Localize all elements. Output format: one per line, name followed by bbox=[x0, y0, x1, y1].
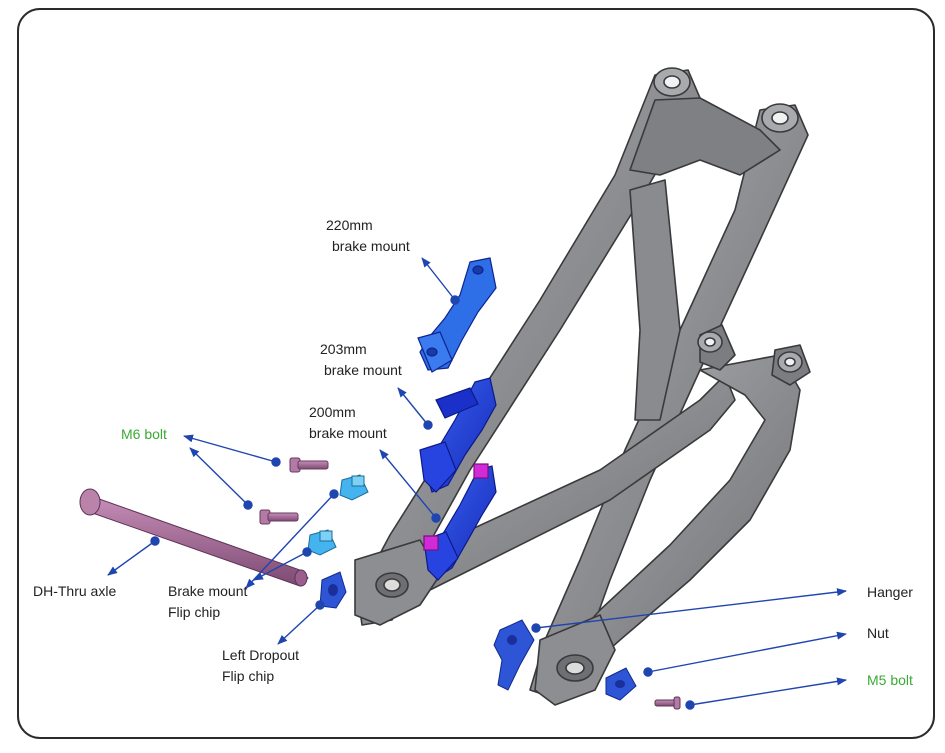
label-dropout-flip-chip-line1: Left Dropout bbox=[222, 647, 299, 663]
label-200mm-line1: 200mm bbox=[309, 404, 356, 420]
leader-lines bbox=[107, 257, 847, 710]
derailleur-hanger bbox=[493, 619, 535, 691]
left-dropout-flip-chip bbox=[319, 571, 347, 609]
label-brake-flip-chip-line2: Flip chip bbox=[168, 604, 220, 620]
dh-thru-axle bbox=[79, 488, 309, 587]
m6-bolt-upper bbox=[289, 457, 329, 473]
label-brake-flip-chip-line1: Brake mount bbox=[168, 583, 247, 599]
brake-mount-220mm bbox=[417, 257, 497, 373]
label-220mm-line1: 220mm bbox=[326, 217, 373, 233]
axle-nut bbox=[605, 667, 637, 701]
label-nut: Nut bbox=[867, 625, 889, 641]
label-203mm-line2: brake mount bbox=[324, 362, 402, 378]
m6-bolt-lower bbox=[259, 509, 299, 525]
label-220mm-line2: brake mount bbox=[332, 238, 410, 254]
brake-mount-203mm bbox=[419, 377, 497, 493]
m5-bolt bbox=[654, 696, 681, 710]
label-203mm-line1: 203mm bbox=[320, 341, 367, 357]
label-m5-bolt: M5 bolt bbox=[867, 672, 913, 688]
brake-mount-flip-chip-lower bbox=[307, 529, 337, 556]
label-200mm-line2: brake mount bbox=[309, 425, 387, 441]
labels: 220mm brake mount 203mm brake mount 200m… bbox=[33, 217, 913, 688]
label-dh-thru-axle: DH-Thru axle bbox=[33, 583, 116, 599]
brake-mount-200mm bbox=[423, 463, 497, 581]
label-m6-bolt: M6 bolt bbox=[121, 426, 167, 442]
label-hanger: Hanger bbox=[867, 584, 913, 600]
brake-mount-flip-chip-upper bbox=[339, 474, 369, 501]
label-dropout-flip-chip-line2: Flip chip bbox=[222, 668, 274, 684]
